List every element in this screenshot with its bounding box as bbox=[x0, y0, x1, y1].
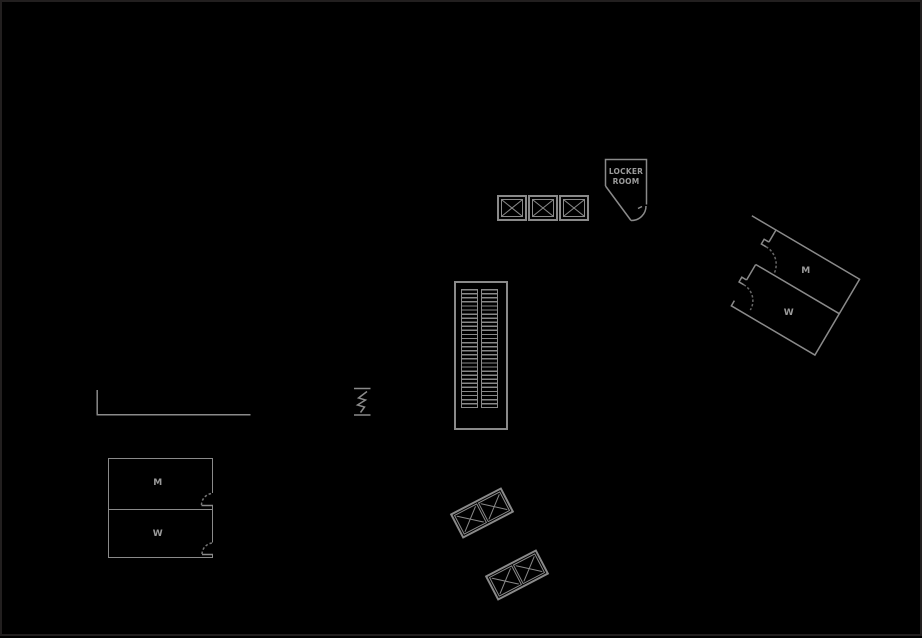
escalator-x-icon bbox=[457, 506, 484, 532]
stairwell bbox=[454, 281, 508, 430]
locker-room-label: LOCKER ROOM bbox=[605, 167, 647, 187]
elevator-bank bbox=[497, 195, 589, 221]
escalator-segment bbox=[453, 503, 487, 535]
door-swing-arc bbox=[743, 284, 754, 311]
elevator-car-inner bbox=[501, 199, 523, 217]
escalator-pair-lower bbox=[484, 549, 550, 601]
door-swing-arc bbox=[765, 246, 777, 276]
locker-room-label-line1: LOCKER bbox=[608, 167, 644, 176]
door-swing-arc bbox=[201, 542, 213, 555]
elevator-x-icon bbox=[564, 200, 584, 216]
restroom-men-label-upper: M bbox=[801, 266, 811, 276]
elevator-car bbox=[497, 195, 527, 221]
escalator-segment bbox=[488, 565, 522, 597]
elevator-x-icon bbox=[502, 200, 522, 216]
wall-stub bbox=[751, 215, 777, 231]
locker-room-label-line2: ROOM bbox=[612, 177, 640, 186]
elevator-car bbox=[528, 195, 558, 221]
escalator-x-icon bbox=[515, 556, 542, 582]
escalator-x-icon bbox=[480, 494, 507, 520]
escalator-pair-upper bbox=[449, 487, 515, 539]
restroom-women-label-lower: W bbox=[152, 529, 164, 539]
locker-room-door-arc bbox=[630, 205, 647, 222]
door-jamb bbox=[760, 238, 770, 248]
locker-room-outline bbox=[604, 158, 648, 222]
restroom-women-label-upper: W bbox=[783, 308, 795, 318]
elevator-x-icon bbox=[533, 200, 553, 216]
upper-restroom-divider bbox=[755, 263, 840, 315]
elevator-car-inner bbox=[532, 199, 554, 217]
door-swing-arc bbox=[200, 492, 213, 506]
lower-restroom-doors bbox=[200, 492, 216, 556]
lower-restroom-block bbox=[108, 458, 213, 558]
escalator-segment bbox=[477, 491, 511, 523]
wall-corner-line bbox=[96, 390, 251, 416]
door-jamb bbox=[738, 276, 747, 286]
break-symbol bbox=[354, 387, 371, 416]
elevator-car bbox=[559, 195, 589, 221]
stair-flight-left bbox=[461, 289, 478, 408]
stair-flight-right bbox=[481, 289, 498, 408]
restroom-men-label-lower: M bbox=[153, 478, 163, 488]
lower-restroom-divider bbox=[109, 508, 212, 510]
upper-restroom-block bbox=[730, 215, 861, 357]
elevator-car-inner bbox=[563, 199, 585, 217]
escalator-x-icon bbox=[492, 568, 519, 594]
escalator-segment bbox=[512, 553, 546, 585]
